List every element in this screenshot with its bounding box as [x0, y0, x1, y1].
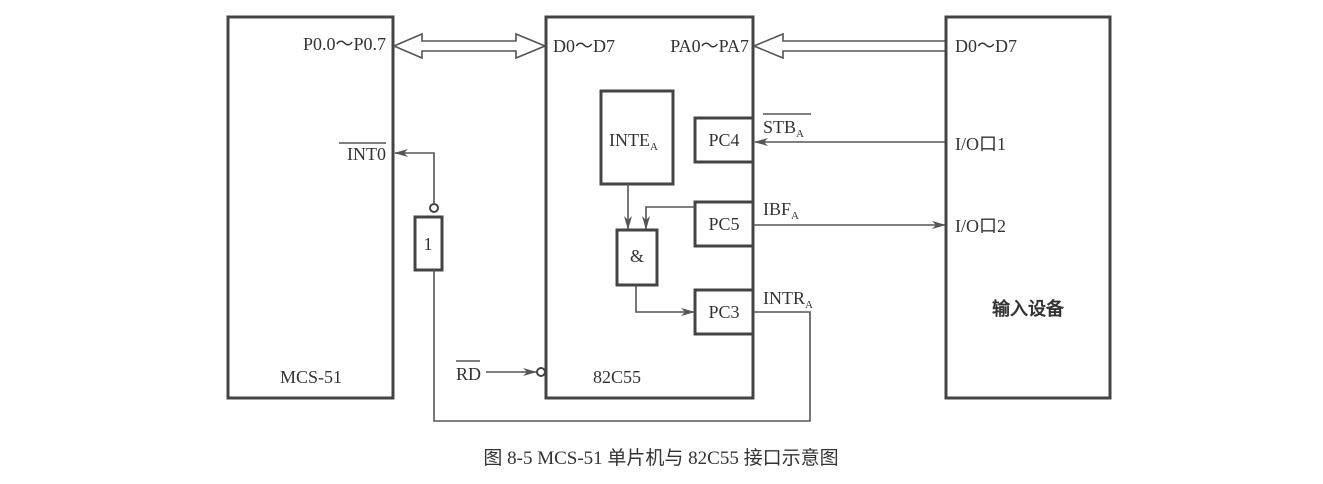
mcs51-port-label: P0.0～P0.7: [303, 34, 386, 54]
intr-feedback-wire: [433, 270, 811, 422]
ibf-a-label: IBFA: [763, 199, 799, 222]
and-gate-label: &: [630, 246, 644, 266]
pc5-to-and-wire: [642, 206, 695, 230]
pc5-box: [693, 200, 755, 248]
mcs51-box: [226, 15, 395, 400]
inverter-to-int0-wire: [394, 149, 435, 204]
intr-a-label: INTRA: [763, 288, 813, 311]
82c55-name: 82C55: [593, 367, 641, 387]
82c55-porta-label: PA0～PA7: [670, 36, 749, 56]
inverter-bubble: [429, 203, 439, 213]
io-port-1-label: I/O口1: [955, 134, 1006, 154]
inte-a-label: INTEA: [609, 130, 658, 153]
rd-inversion-bubble: [536, 367, 546, 377]
82c55-data-label: D0～D7: [553, 36, 615, 56]
int0-label: INT0: [347, 144, 386, 164]
inte-a-box: [599, 89, 675, 186]
pc4-label: PC4: [708, 130, 739, 150]
pc3-label: PC3: [708, 302, 739, 322]
mcs51-block: P0.0～P0.7 INT0 MCS-51: [226, 15, 395, 400]
stb-a-label: STBA: [763, 117, 804, 140]
and-to-pc3-wire: [635, 285, 695, 316]
input-device-name: 输入设备: [992, 298, 1065, 320]
porta-input-bus-arrow: [751, 32, 947, 60]
inverter-label: 1: [424, 234, 433, 254]
io-port-2-label: I/O口2: [955, 216, 1006, 236]
device-data-label: D0～D7: [955, 36, 1017, 56]
input-device-box: [944, 15, 1112, 400]
inverter-gate-box: [413, 215, 444, 272]
pc5-label: PC5: [708, 214, 739, 234]
mcs51-name: MCS-51: [280, 367, 342, 387]
bidirectional-data-bus-arrow: [391, 32, 548, 60]
figure-caption: 图 8-5 MCS-51 单片机与 82C55 接口示意图: [483, 447, 838, 469]
rd-label: RD: [456, 364, 481, 384]
pc4-box: [693, 116, 755, 164]
and-gate-box: [615, 228, 659, 287]
82c55-block: D0～D7 PA0～PA7 INTEA PC4 PC5 & PC3 82C55: [544, 15, 755, 400]
input-device-block: D0～D7 I/O口1 I/O口2 输入设备: [944, 15, 1112, 400]
